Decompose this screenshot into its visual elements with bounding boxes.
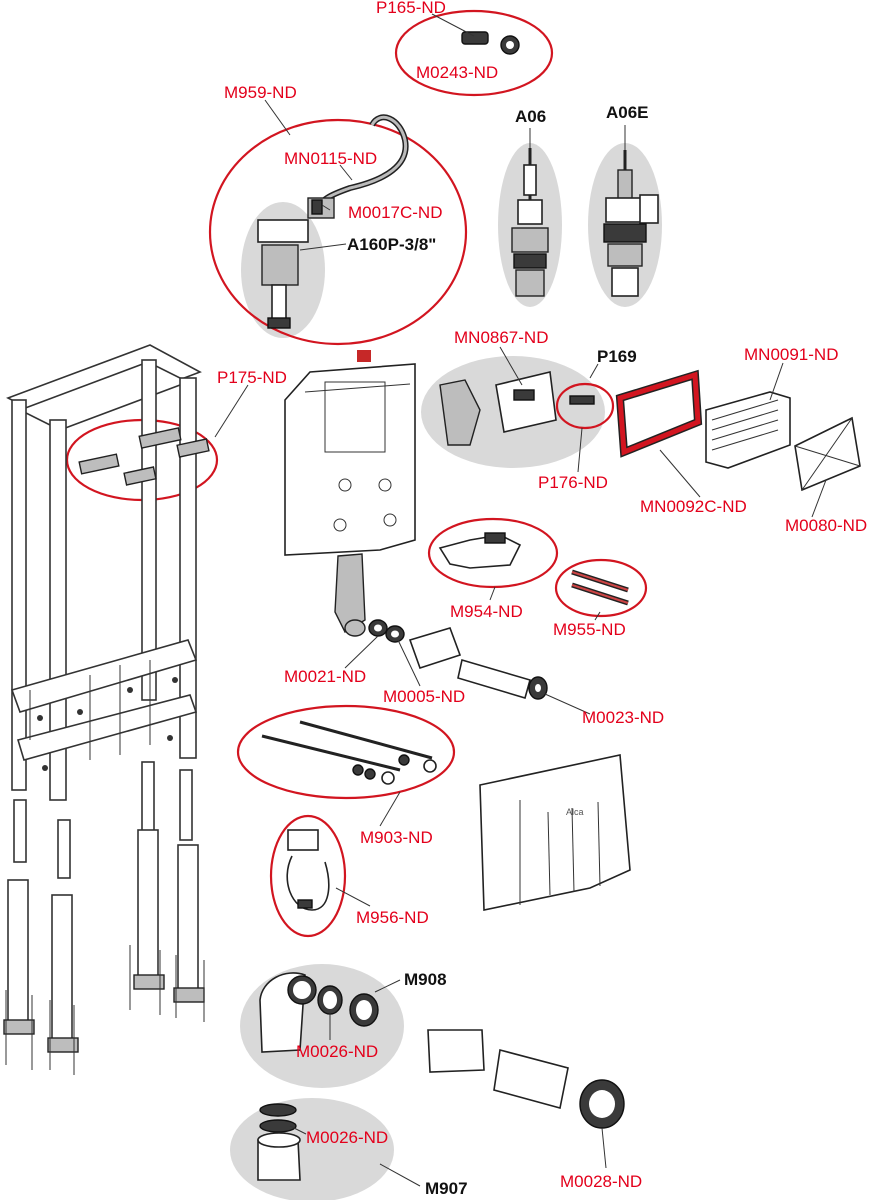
m955-ring bbox=[554, 558, 648, 618]
label-m959: M959-ND bbox=[224, 83, 297, 102]
m903-rods bbox=[261, 720, 437, 785]
mn0091-box bbox=[705, 391, 791, 469]
alca-logo-text: Alca bbox=[566, 807, 584, 817]
m0028-pipe-parts bbox=[427, 1029, 625, 1129]
label-m0021: M0021-ND bbox=[284, 667, 366, 686]
m956-clamp bbox=[286, 829, 330, 911]
a06-flush-valve bbox=[511, 148, 549, 297]
m954-ring bbox=[427, 517, 559, 589]
installation-frame bbox=[6, 344, 202, 801]
a06e-flush-valve bbox=[603, 150, 659, 297]
label-p176: P176-ND bbox=[538, 473, 608, 492]
label-m0017c: M0017C-ND bbox=[348, 203, 442, 222]
m956-ring bbox=[269, 814, 347, 938]
label-p169: P169 bbox=[597, 347, 637, 366]
label-m0026-a: M0026-ND bbox=[296, 1042, 378, 1061]
label-p175: P175-ND bbox=[217, 368, 287, 387]
label-a160p: A160P-3/8" bbox=[347, 235, 436, 254]
alca-cover: Alca bbox=[479, 754, 631, 911]
label-m0005: M0005-ND bbox=[383, 687, 465, 706]
m0080-mesh bbox=[794, 416, 861, 492]
p176-ring bbox=[555, 382, 615, 430]
label-m0243: M0243-ND bbox=[416, 63, 498, 82]
label-m0023: M0023-ND bbox=[582, 708, 664, 727]
p165-ring bbox=[394, 9, 554, 97]
frame-legs bbox=[3, 761, 205, 1075]
label-m0080: M0080-ND bbox=[785, 516, 867, 535]
m955-bolts bbox=[571, 569, 629, 606]
label-mn0115: MN0115-ND bbox=[284, 149, 377, 168]
label-a06: A06 bbox=[515, 107, 546, 126]
leader-lines bbox=[214, 13, 827, 1187]
m908-parts bbox=[259, 972, 379, 1053]
label-m0026-b: M0026-ND bbox=[306, 1128, 388, 1147]
label-m903: M903-ND bbox=[360, 828, 433, 847]
label-mn0091: MN0091-ND bbox=[744, 345, 838, 364]
m907-bubble bbox=[230, 1098, 394, 1200]
label-m908: M908 bbox=[404, 970, 447, 989]
m959-ring bbox=[208, 118, 468, 346]
outlet-pipe-parts bbox=[368, 619, 548, 700]
m903-ring bbox=[236, 704, 456, 800]
label-m907: M907 bbox=[425, 1179, 468, 1198]
label-mn0867: MN0867-ND bbox=[454, 328, 548, 347]
label-p165: P165-ND bbox=[376, 0, 446, 17]
cistern-tank bbox=[284, 350, 416, 637]
label-m956: M956-ND bbox=[356, 908, 429, 927]
m907-parts bbox=[257, 1103, 301, 1181]
label-m954: M954-ND bbox=[450, 602, 523, 621]
p169-parts bbox=[439, 371, 595, 446]
p165-parts bbox=[461, 31, 520, 55]
label-a06e: A06E bbox=[606, 103, 649, 122]
label-m0028: M0028-ND bbox=[560, 1172, 642, 1191]
mn0092c-frame bbox=[615, 369, 703, 458]
label-m955: M955-ND bbox=[553, 620, 626, 639]
m954-bracket bbox=[438, 532, 522, 569]
label-mn0092c: MN0092C-ND bbox=[640, 497, 747, 516]
m959-fill-valve bbox=[257, 114, 409, 329]
p175-brackets bbox=[78, 427, 210, 486]
